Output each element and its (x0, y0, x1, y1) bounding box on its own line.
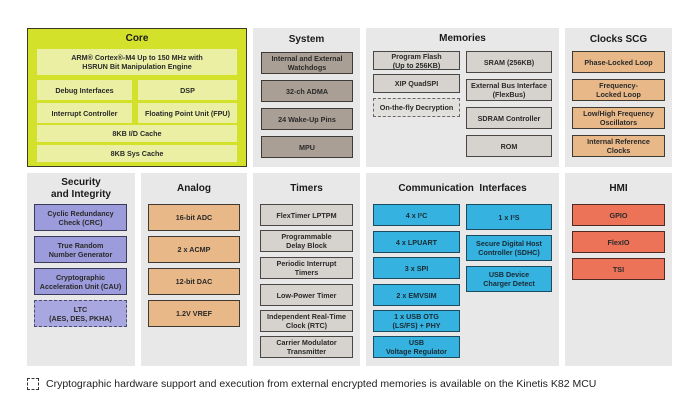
hmi-panel: HMI GPIO FlexIO TSI (565, 173, 672, 366)
clock-block-pll: Phase-Locked Loop (572, 51, 665, 73)
core-block-interrupt: Interrupt Controller (37, 103, 132, 123)
clock-block-internal-ref: Internal Reference Clocks (572, 135, 665, 157)
core-block-fpu: Floating Point Unit (FPU) (138, 103, 237, 123)
comm-block-usb-otg: 1 x USB OTG (LS/FS) + PHY (373, 310, 460, 332)
memory-block-sdram: SDRAM Controller (466, 107, 552, 129)
memory-block-otf-decryption: On-the-fly Decryption (373, 98, 460, 117)
security-block-ltc: LTC (AES, DES, PKHA) (34, 300, 127, 327)
timer-block-pit: Periodic Interrupt Timers (260, 257, 353, 279)
comm-block-spi: 3 x SPI (373, 257, 460, 279)
system-block-mpu: MPU (261, 136, 353, 158)
analog-block-acmp: 2 x ACMP (148, 236, 240, 263)
clock-block-fll: Frequency- Locked Loop (572, 79, 665, 101)
system-block-adma: 32-ch ADMA (261, 80, 353, 102)
memory-block-sram: SRAM (256KB) (466, 51, 552, 73)
analog-block-vref: 1.2V VREF (148, 300, 240, 327)
hmi-block-flexio: FlexIO (572, 231, 665, 253)
analog-block-adc: 16-bit ADC (148, 204, 240, 231)
comm-block-emvsim: 2 x EMVSIM (373, 284, 460, 306)
memory-block-program-flash: Program Flash (Up to 256KB) (373, 51, 460, 70)
core-panel: Core ARM® Cortex®-M4 Up to 150 MHz with … (27, 28, 247, 167)
comm-block-usb-charger: USB Device Charger Detect (466, 266, 552, 292)
analog-panel: Analog 16-bit ADC 2 x ACMP 12-bit DAC 1.… (141, 173, 247, 366)
core-block-sys-cache: 8KB Sys Cache (37, 145, 237, 162)
core-block-dsp: DSP (138, 80, 237, 100)
dashed-box-icon (27, 378, 39, 390)
system-block-watchdogs: Internal and External Watchdogs (261, 52, 353, 74)
timers-panel: Timers FlexTimer LPTPM Programmable Dela… (253, 173, 360, 366)
security-block-cau: Cryptographic Acceleration Unit (CAU) (34, 268, 127, 295)
security-title: Security and Integrity (50, 177, 111, 200)
legend-text: Cryptographic hardware support and execu… (46, 378, 597, 390)
memories-title: Memories (439, 33, 486, 44)
legend: Cryptographic hardware support and execu… (27, 376, 596, 392)
memories-panel: Memories Program Flash (Up to 256KB) XIP… (366, 28, 559, 167)
core-block-arm-cortex: ARM® Cortex®-M4 Up to 150 MHz with HSRUN… (37, 49, 237, 75)
comm-block-lpuart: 4 x LPUART (373, 231, 460, 253)
timer-block-flextimer: FlexTimer LPTPM (260, 204, 353, 226)
hmi-block-gpio: GPIO (572, 204, 665, 226)
communication-title: Communication Interfaces (398, 183, 527, 194)
analog-title: Analog (177, 183, 211, 194)
communication-panel: Communication Interfaces 4 x I²C 4 x LPU… (366, 173, 559, 366)
comm-block-sdhc: Secure Digital Host Controller (SDHC) (466, 235, 552, 261)
memory-block-xip-quadspi: XIP QuadSPI (373, 74, 460, 93)
clocks-panel: Clocks SCG Phase-Locked Loop Frequency- … (565, 28, 672, 167)
memory-block-rom: ROM (466, 135, 552, 157)
timer-block-lptimer: Low-Power Timer (260, 284, 353, 306)
timer-block-rtc: Independent Real-Time Clock (RTC) (260, 310, 353, 332)
security-panel: Security and Integrity Cyclic Redundancy… (27, 173, 135, 366)
clocks-title: Clocks SCG (589, 34, 648, 45)
core-title: Core (125, 33, 149, 44)
core-block-debug: Debug Interfaces (37, 80, 132, 100)
hmi-block-tsi: TSI (572, 258, 665, 280)
clock-block-oscillators: Low/High Frequency Oscillators (572, 107, 665, 129)
comm-block-i2s: 1 x I²S (466, 204, 552, 230)
security-block-crc: Cyclic Redundancy Check (CRC) (34, 204, 127, 231)
system-block-wakeup-pins: 24 Wake-Up Pins (261, 108, 353, 130)
timer-block-pdb: Programmable Delay Block (260, 230, 353, 252)
security-block-trng: True Random Number Generator (34, 236, 127, 263)
memory-block-flexbus: External Bus Interface (FlexBus) (466, 79, 552, 101)
comm-block-usb-vreg: USB Voltage Regulator (373, 336, 460, 358)
system-title: System (288, 34, 325, 45)
analog-block-dac: 12-bit DAC (148, 268, 240, 295)
timers-title: Timers (290, 183, 323, 194)
hmi-title: HMI (609, 183, 628, 194)
core-block-id-cache: 8KB I/D Cache (37, 125, 237, 142)
comm-block-i2c: 4 x I²C (373, 204, 460, 226)
timer-block-cmt: Carrier Modulator Transmitter (260, 336, 353, 358)
system-panel: System Internal and External Watchdogs 3… (253, 28, 360, 167)
